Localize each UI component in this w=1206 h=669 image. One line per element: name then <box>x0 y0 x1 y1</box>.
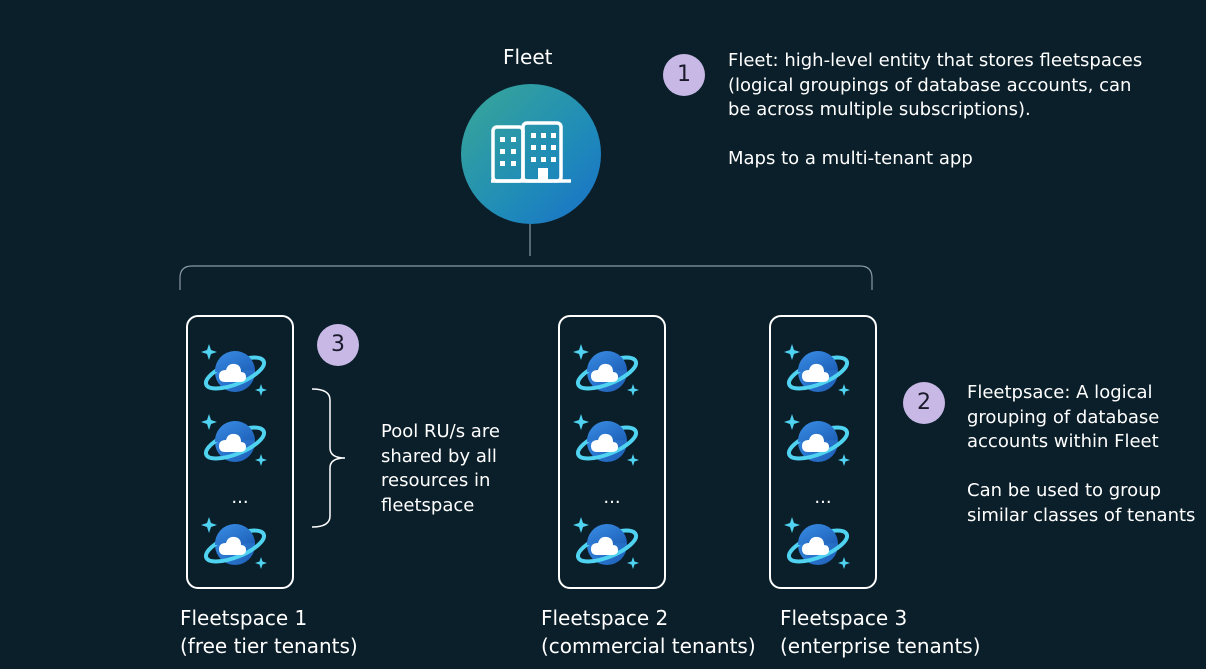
callout-badge-3: 3 <box>317 324 359 366</box>
cosmos-db-icon <box>201 412 270 468</box>
cosmos-db-icon <box>784 412 853 468</box>
fleetspace-subtitle: (enterprise tenants) <box>780 634 981 658</box>
fleetspace-box-1: ... <box>186 315 294 589</box>
callout-1-extra: Maps to a multi-tenant app <box>728 148 973 169</box>
fleetspace-name: Fleetspace 2 <box>541 606 669 630</box>
pool-note-line: Pool RU/s are <box>381 421 500 442</box>
callout-1-text: Fleet: high-level entity that stores fle… <box>728 49 1168 172</box>
callout-1-line: (logical groupings of database accounts,… <box>728 74 1132 96</box>
pool-note-line: shared by all <box>381 445 497 467</box>
callout-2-line: grouping of database <box>967 406 1160 428</box>
callout-2-text: Fleetpsace: A logical grouping of databa… <box>967 381 1202 528</box>
fleetspace-subtitle: (commercial tenants) <box>541 634 756 658</box>
fleetspace-label-3: Fleetspace 3 (enterprise tenants) <box>780 604 981 660</box>
fleetspace-bracket <box>179 265 873 290</box>
fleetspace-label-1: Fleetspace 1 (free tier tenants) <box>180 604 358 660</box>
cosmos-db-icon <box>201 342 270 398</box>
fleetspace-box-2: ... <box>558 315 666 589</box>
fleet-circle <box>461 84 601 224</box>
ellipsis: ... <box>603 487 621 508</box>
fleetspace-name: Fleetspace 1 <box>180 606 308 630</box>
ellipsis: ... <box>231 487 249 508</box>
pool-note-line: resources in <box>381 470 491 491</box>
fleet-title: Fleet <box>503 45 553 69</box>
callout-2-extra-line: similar classes of tenants <box>967 504 1196 526</box>
cosmos-db-icon <box>784 515 853 571</box>
cosmos-db-icon <box>201 515 270 571</box>
cosmos-db-icon <box>573 412 642 468</box>
callout-1-line: Fleet: high-level entity that stores fle… <box>728 50 1143 71</box>
fleetspace-subtitle: (free tier tenants) <box>180 634 358 658</box>
callout-2-line: accounts within Fleet <box>967 431 1159 452</box>
callout-badge-1: 1 <box>663 54 705 96</box>
callout-1-line: be across multiple subscriptions). <box>728 99 1031 120</box>
callout-2-line: Fleetpsace: A logical <box>967 382 1153 403</box>
cosmos-db-icon <box>573 342 642 398</box>
cosmos-db-icon <box>573 515 642 571</box>
fleetspace-label-2: Fleetspace 2 (commercial tenants) <box>541 604 756 660</box>
fleetspace-name: Fleetspace 3 <box>780 606 908 630</box>
fleetspace-box-3: ... <box>769 315 877 589</box>
ellipsis: ... <box>814 487 832 508</box>
pool-note: Pool RU/s are shared by all resources in… <box>381 420 541 518</box>
building-icon <box>491 121 571 183</box>
cosmos-db-icon <box>784 342 853 398</box>
pool-brace <box>311 388 346 528</box>
pool-note-line: fleetspace <box>381 494 475 516</box>
callout-badge-2: 2 <box>903 382 945 424</box>
callout-2-extra-line: Can be used to group <box>967 480 1162 501</box>
